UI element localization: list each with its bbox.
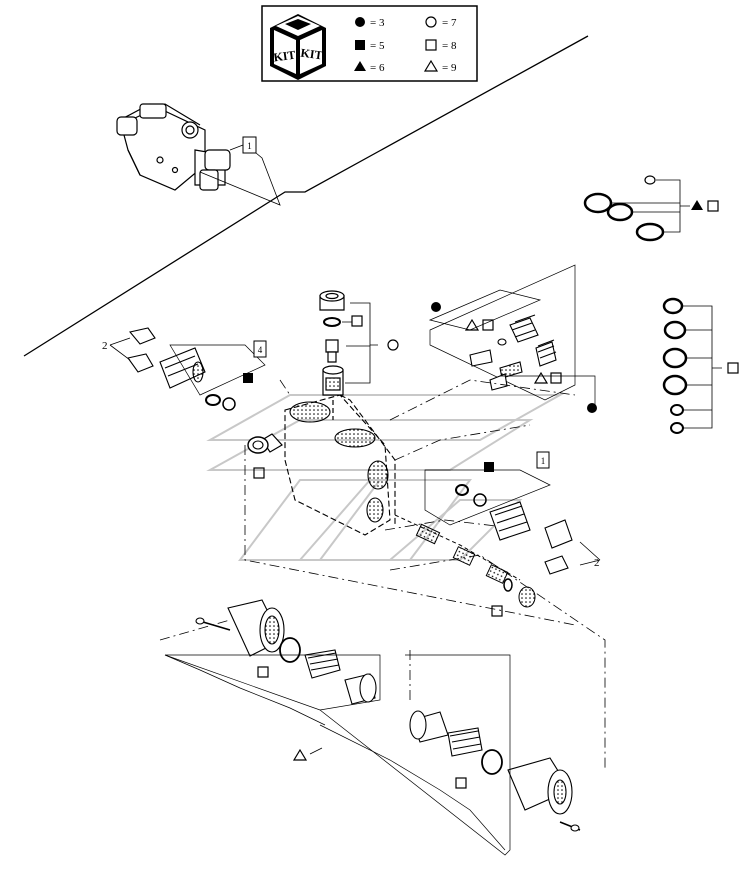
open-square-icon bbox=[257, 666, 269, 678]
relief-valve-group bbox=[428, 264, 596, 406]
filled-triangle-icon bbox=[691, 200, 703, 210]
spool-assembly bbox=[394, 514, 536, 608]
filled-triangle-icon bbox=[354, 61, 366, 71]
callout-2-left: 2 bbox=[102, 340, 108, 352]
triangle-leader-line bbox=[309, 747, 323, 755]
check-valve-parts bbox=[319, 290, 378, 420]
callout-1-right-label: 1 bbox=[541, 456, 546, 466]
filled-square-icon bbox=[355, 40, 365, 50]
open-square-icon bbox=[425, 39, 437, 51]
filled-square-icon bbox=[243, 373, 253, 383]
legend-label-filled-circle: = 3 bbox=[370, 17, 385, 29]
legend-label-filled-square: = 5 bbox=[370, 40, 385, 52]
end-cap-assembly-left bbox=[164, 599, 381, 726]
callout-4: 4 bbox=[253, 340, 267, 358]
open-triangle-icon bbox=[292, 748, 308, 761]
open-circle-icon bbox=[425, 16, 437, 28]
legend-label-open-square: = 8 bbox=[442, 40, 457, 52]
filled-circle-icon bbox=[355, 17, 365, 27]
kit-logo-text-left: KIT bbox=[273, 48, 297, 65]
callout-4-label: 4 bbox=[258, 345, 263, 355]
valve-assembly-overview bbox=[116, 103, 231, 191]
callout-1-top-label: 1 bbox=[247, 141, 252, 151]
kit-logo-text-right: KIT bbox=[300, 46, 324, 63]
open-square-icon bbox=[727, 362, 739, 374]
legend-label-open-triangle: = 9 bbox=[442, 62, 457, 74]
callout-2-right-label: 2 bbox=[594, 557, 600, 569]
legend-box: KIT KIT = 3 = 7 = 5 = 8 = 6 = 9 bbox=[261, 5, 478, 82]
open-square-icon bbox=[455, 777, 467, 789]
o-ring-kit-top-right bbox=[583, 175, 719, 242]
open-square-icon bbox=[491, 605, 503, 617]
right-cartridge-group bbox=[424, 469, 601, 575]
callout-2-left-label: 2 bbox=[102, 340, 108, 352]
o-ring-stack-right bbox=[662, 297, 739, 434]
open-square-icon bbox=[707, 200, 719, 212]
filled-circle-icon bbox=[431, 302, 441, 312]
open-square-icon bbox=[550, 372, 562, 384]
connector-lines bbox=[159, 379, 606, 770]
legend-label-filled-triangle: = 6 bbox=[370, 62, 385, 74]
open-triangle-icon bbox=[464, 318, 480, 331]
open-square-icon bbox=[482, 319, 494, 331]
kit-logo-icon: KIT KIT bbox=[270, 14, 326, 80]
end-cap-assembly-right bbox=[319, 654, 581, 856]
legend-label-open-circle: = 7 bbox=[442, 17, 457, 29]
open-square-icon bbox=[351, 315, 363, 327]
section-divider bbox=[23, 35, 589, 357]
callout-1-right: 1 bbox=[536, 451, 550, 469]
callout-1-top: 1 bbox=[199, 136, 281, 206]
open-triangle-icon bbox=[423, 59, 439, 72]
callout-2-right: 2 bbox=[594, 557, 600, 569]
open-square-icon bbox=[253, 467, 265, 479]
valve-body bbox=[244, 379, 576, 626]
filled-circle-icon bbox=[587, 403, 597, 413]
open-triangle-icon bbox=[533, 371, 549, 384]
open-circle-icon bbox=[387, 339, 399, 351]
left-cartridge-group bbox=[109, 327, 266, 411]
filled-square-icon bbox=[484, 462, 494, 472]
